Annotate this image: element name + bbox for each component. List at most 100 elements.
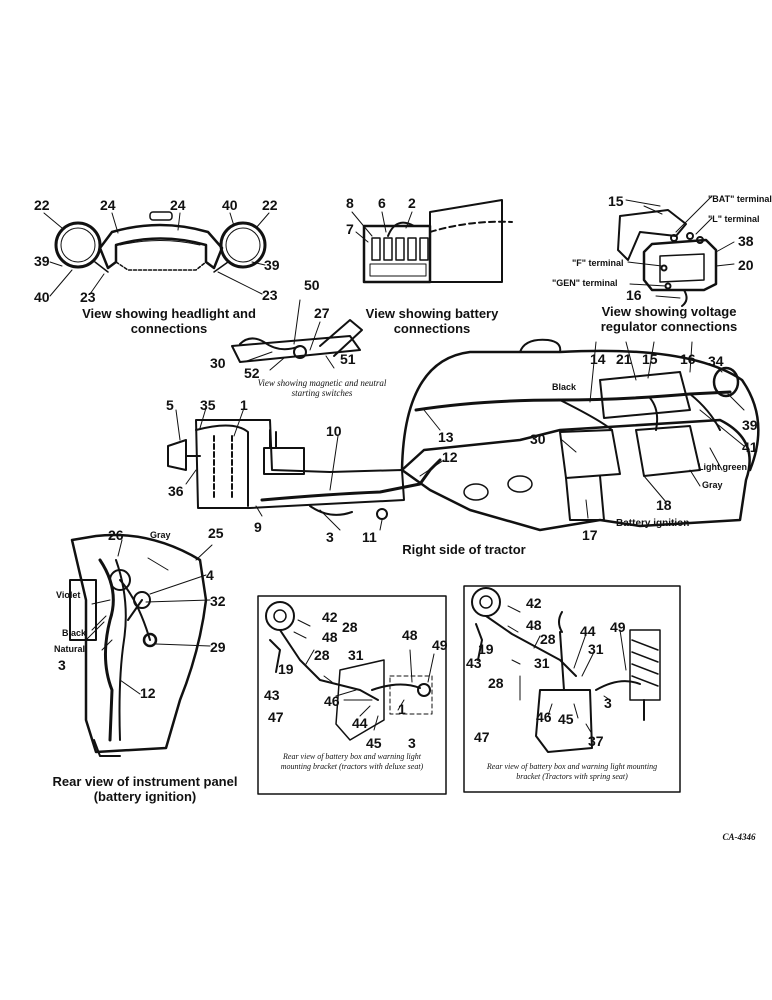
callout: 40 xyxy=(222,197,238,213)
headlight-bracket xyxy=(98,223,224,270)
voltage-regulator xyxy=(617,195,735,307)
caption-instrument-panel: Rear view of instrument panel (battery i… xyxy=(52,774,238,804)
callout: 30 xyxy=(530,431,546,447)
starting-switches xyxy=(231,299,363,371)
callout: 29 xyxy=(210,639,226,655)
callout: 37 xyxy=(588,733,604,749)
callout: 28 xyxy=(488,675,504,691)
callout: 42 xyxy=(322,609,338,625)
callout: 44 xyxy=(352,715,368,731)
wire-label-light-green: Light green xyxy=(698,462,747,472)
callout: 39 xyxy=(264,257,280,273)
left-headlight xyxy=(54,221,102,269)
caption-spring-seat: Rear view of battery box and warning lig… xyxy=(486,762,658,781)
caption-regulator: View showing voltage regulator connectio… xyxy=(600,304,738,334)
callout: 44 xyxy=(580,623,596,639)
caption-headlight: View showing headlight and connections xyxy=(82,306,256,336)
callout: 47 xyxy=(268,709,284,725)
callout: 12 xyxy=(140,685,156,701)
battery-box xyxy=(351,199,513,284)
callout: 43 xyxy=(466,655,482,671)
callout: 48 xyxy=(402,627,418,643)
wire-label-black: Black xyxy=(552,382,577,392)
callout: 35 xyxy=(200,397,216,413)
callout: 24 xyxy=(170,197,186,213)
callout: 3 xyxy=(58,657,66,673)
callout: 6 xyxy=(378,195,386,211)
callout: 48 xyxy=(322,629,338,645)
callout: 50 xyxy=(304,277,320,293)
callout: 39 xyxy=(742,417,758,433)
callout: 38 xyxy=(738,233,754,249)
instrument-panel-outline xyxy=(70,533,208,754)
wire-label-gray-panel: Gray xyxy=(150,530,171,540)
callout: 49 xyxy=(610,619,626,635)
callout: 22 xyxy=(34,197,50,213)
tractor-hood xyxy=(400,349,760,472)
callout: 31 xyxy=(348,647,364,663)
callout: 19 xyxy=(478,641,494,657)
callout: 20 xyxy=(738,257,754,273)
caption-switches: View showing magnetic and neutral starti… xyxy=(257,378,387,398)
wire-label-violet: Violet xyxy=(56,590,81,600)
callout: 34 xyxy=(708,353,724,369)
callout: 11 xyxy=(362,529,377,545)
callout: 46 xyxy=(324,693,340,709)
callout: 3 xyxy=(326,529,334,545)
callout: 22 xyxy=(262,197,278,213)
generator xyxy=(635,425,701,477)
starter-motor xyxy=(559,429,621,479)
callout: 49 xyxy=(432,637,448,653)
wire-label-natural: Natural xyxy=(54,644,86,654)
bat-terminal-label: "BAT" terminal xyxy=(708,194,772,204)
callout: 17 xyxy=(582,527,598,543)
gen-terminal-label: "GEN" terminal xyxy=(552,278,618,288)
callout: 30 xyxy=(210,355,226,371)
callout: 4 xyxy=(206,567,214,583)
callout: 52 xyxy=(244,365,260,381)
right-headlight xyxy=(219,221,267,269)
instrument-panel xyxy=(69,533,213,757)
callout: 28 xyxy=(540,631,556,647)
callout: 13 xyxy=(438,429,454,445)
callout: 10 xyxy=(326,423,342,439)
callout: 46 xyxy=(536,709,552,725)
wire-label-black-panel: Black xyxy=(62,628,87,638)
callout: 39 xyxy=(34,253,50,269)
callout: 41 xyxy=(742,439,758,455)
spring-seat-inset xyxy=(463,585,681,793)
callout: 48 xyxy=(526,617,542,633)
transmission-housing xyxy=(400,418,751,532)
drawing-code: CA-4346 xyxy=(722,832,756,842)
callout: 1 xyxy=(240,397,248,413)
callout: 31 xyxy=(534,655,550,671)
deluxe-seat-inset xyxy=(257,595,447,795)
callout: 31 xyxy=(588,641,604,657)
callout: 24 xyxy=(100,197,116,213)
caption-right-side: Right side of tractor xyxy=(402,542,526,557)
callout: 3 xyxy=(604,695,612,711)
callout: 47 xyxy=(474,729,490,745)
callout: 32 xyxy=(210,593,226,609)
callout: 8 xyxy=(346,195,354,211)
callout: 45 xyxy=(366,735,382,751)
callout: 28 xyxy=(342,619,358,635)
callout: 27 xyxy=(314,305,330,321)
callout: 43 xyxy=(264,687,280,703)
headlight-assembly xyxy=(43,211,270,297)
callout: 7 xyxy=(346,221,354,237)
callout: 16 xyxy=(626,287,642,303)
callout: 2 xyxy=(408,195,416,211)
l-terminal-label: "L" terminal xyxy=(708,214,760,224)
callout: 14 xyxy=(590,351,606,367)
callout: 1 xyxy=(398,701,406,717)
callout: 12 xyxy=(442,449,458,465)
callout: 21 xyxy=(616,351,632,367)
callout: 15 xyxy=(608,193,624,209)
callout: 18 xyxy=(656,497,672,513)
callout: 51 xyxy=(340,351,356,367)
callout: 40 xyxy=(34,289,50,305)
caption-battery-ignition: Battery ignition xyxy=(616,518,690,529)
tractor-right-side xyxy=(167,338,760,532)
